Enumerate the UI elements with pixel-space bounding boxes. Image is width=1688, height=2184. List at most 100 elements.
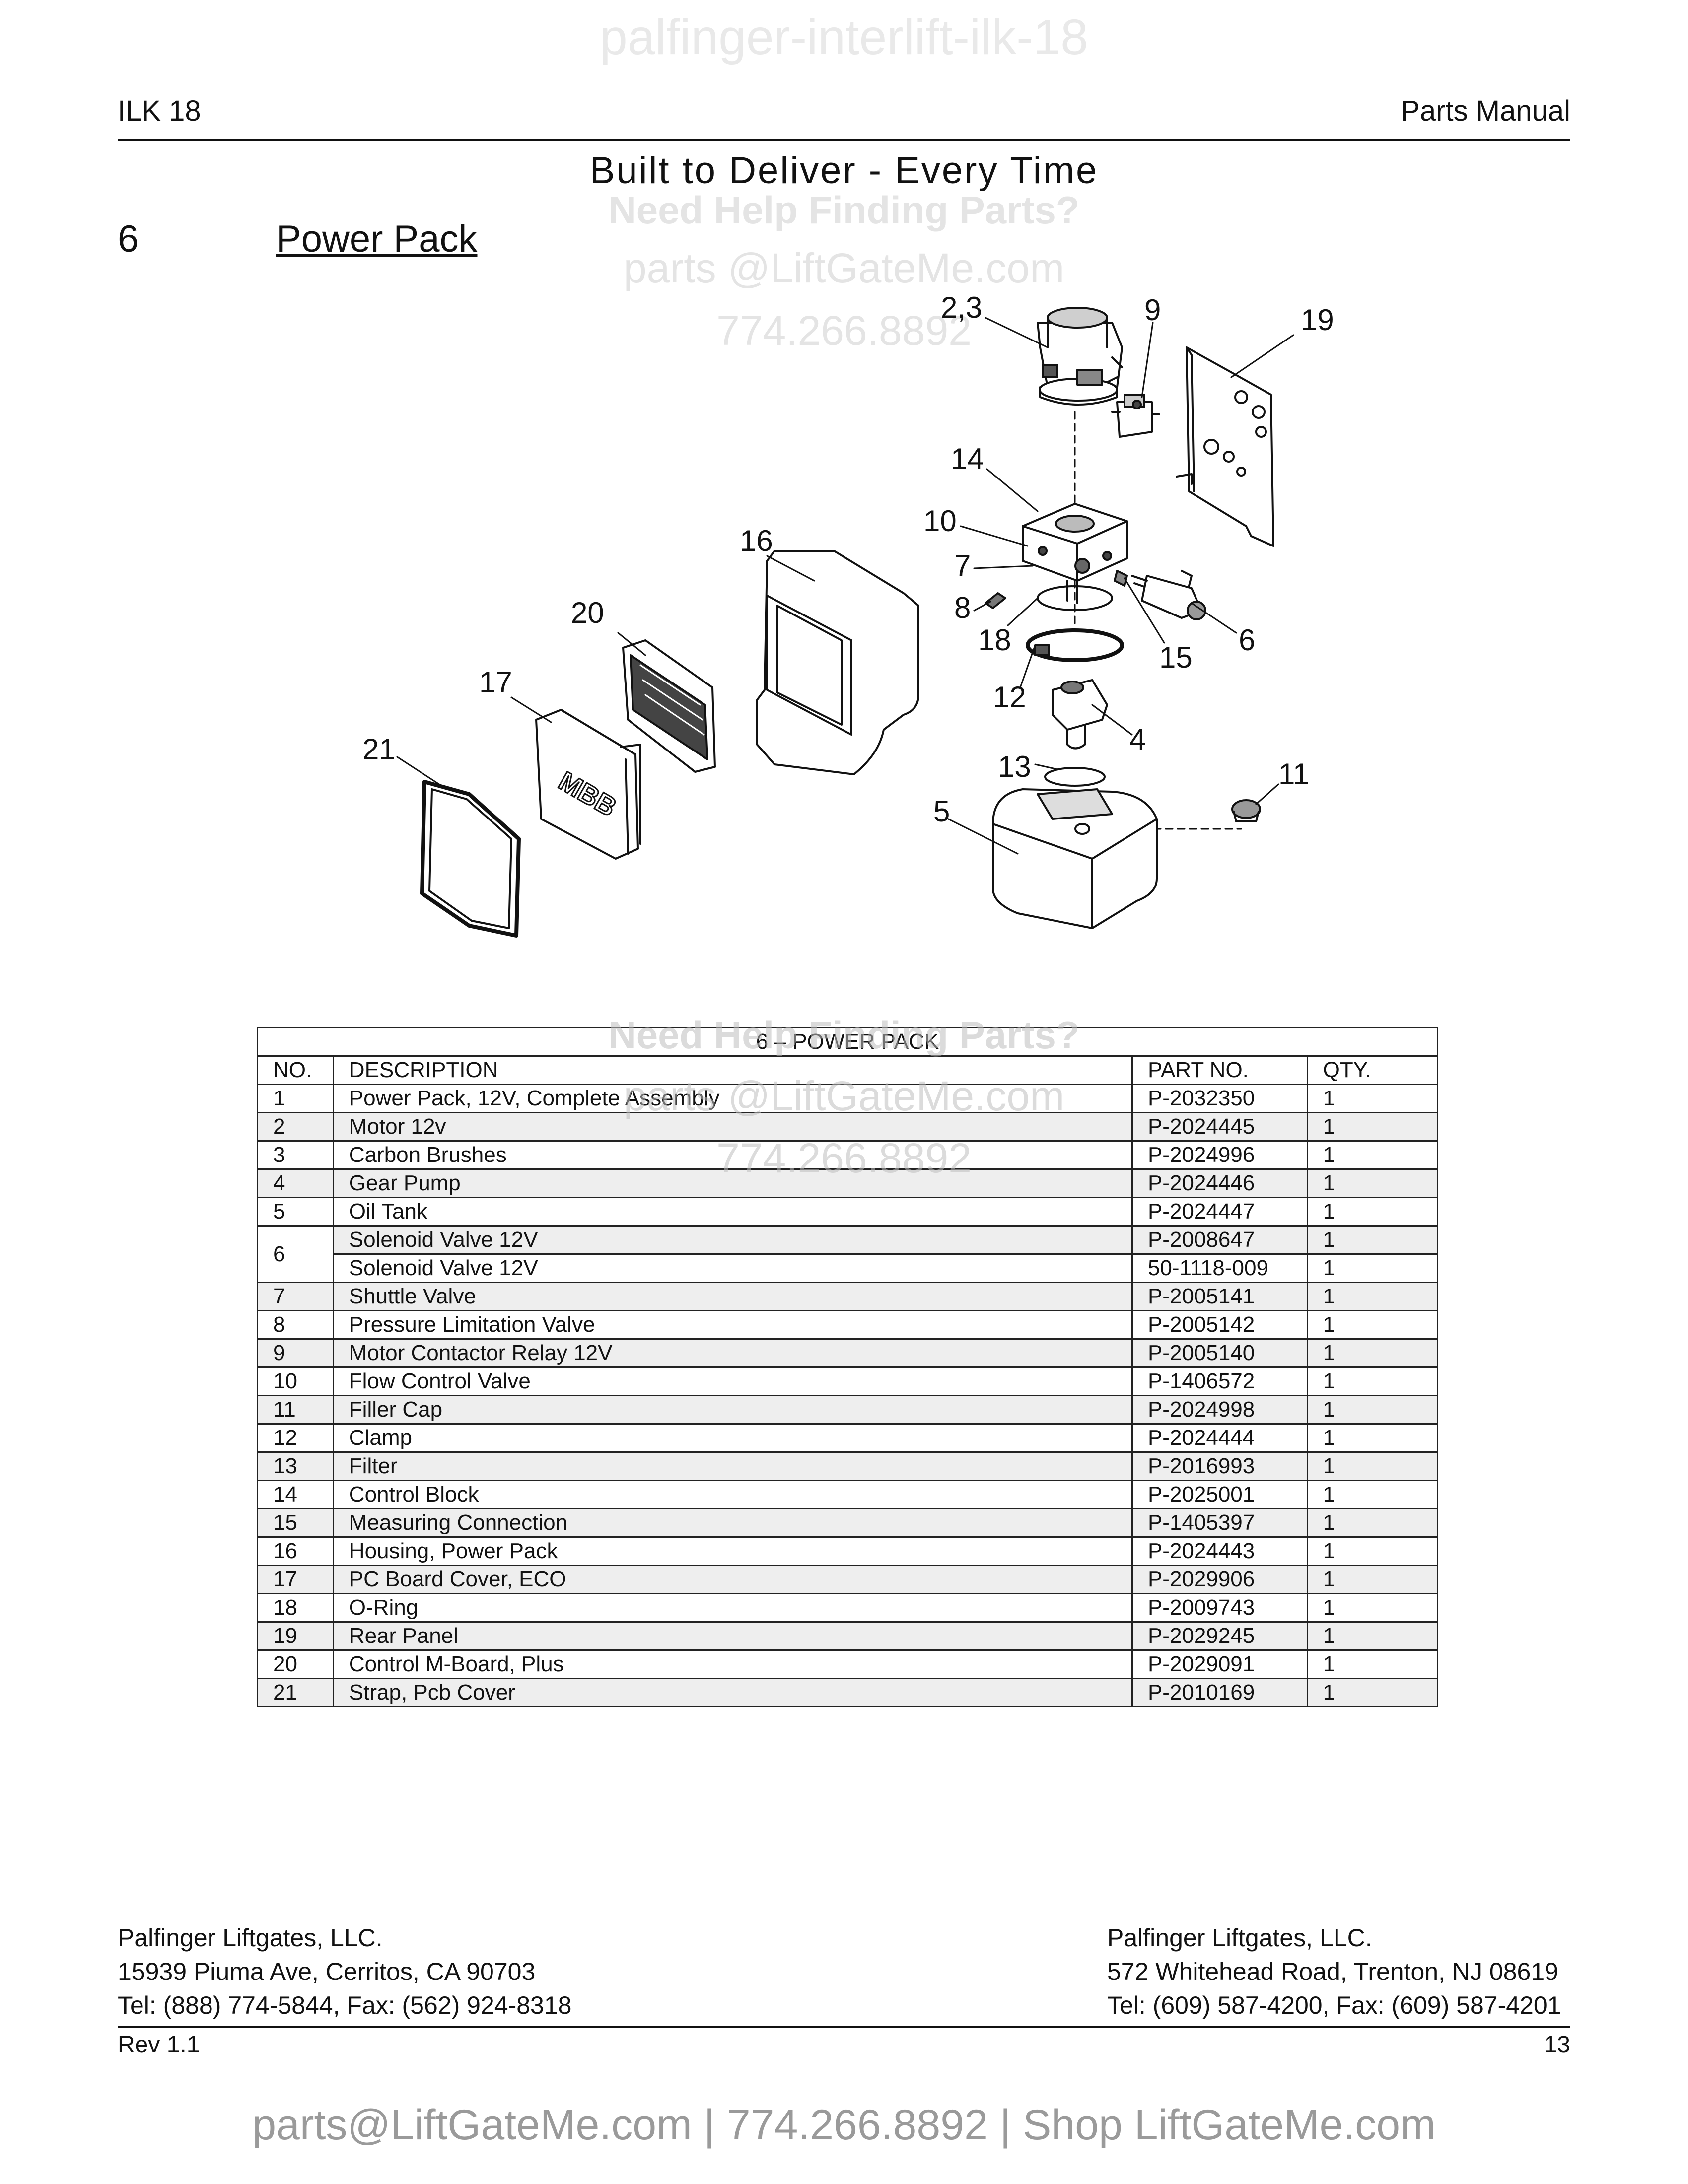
watermark-top: palfinger-interlift-ilk-18 <box>600 9 1088 65</box>
cell-description: Rear Panel <box>332 1621 1133 1651</box>
table-caption: 6 – POWER PACK <box>257 1027 1438 1057</box>
cell-part-no: P-2009743 <box>1131 1593 1308 1623</box>
header-doc-type: Parts Manual <box>1401 95 1570 127</box>
cell-description: Measuring Connection <box>332 1508 1133 1538</box>
cell-no: 6 <box>257 1225 334 1283</box>
watermark-table-email: parts @LiftGateMe.com <box>623 1073 1065 1119</box>
col-header-qty: QTY. <box>1306 1055 1439 1085</box>
watermark-bottom: parts@LiftGateMe.com | 774.266.8892 | Sh… <box>252 2101 1436 2149</box>
callout-2-3: 2,3 <box>941 291 982 324</box>
tagline: Built to Deliver - Every Time <box>589 149 1099 192</box>
housing-part <box>756 550 919 775</box>
cell-description: Strap, Pcb Cover <box>332 1678 1133 1707</box>
callout-17: 17 <box>479 666 512 699</box>
footer-address-east: Palfinger Liftgates, LLC. 572 Whitehead … <box>1107 1921 1561 2022</box>
callout-labels: 2,3 9 19 14 10 16 7 8 18 15 6 20 17 12 4… <box>362 291 1334 828</box>
cell-part-no: P-2024996 <box>1131 1140 1308 1170</box>
cell-description: Solenoid Valve 12V <box>332 1225 1133 1255</box>
cell-part-no: P-2010169 <box>1131 1678 1308 1707</box>
cell-qty: 1 <box>1306 1253 1439 1283</box>
cell-qty: 1 <box>1306 1480 1439 1509</box>
cell-description: Power Pack, 12V, Complete Assembly <box>332 1084 1133 1113</box>
cell-description: Housing, Power Pack <box>332 1536 1133 1566</box>
cell-qty: 1 <box>1306 1197 1439 1227</box>
cell-part-no: P-2029245 <box>1131 1621 1308 1651</box>
cell-description: Flow Control Valve <box>332 1366 1133 1396</box>
cell-no: 4 <box>257 1168 334 1198</box>
cell-no: 12 <box>257 1423 334 1453</box>
cell-description: Shuttle Valve <box>332 1282 1133 1311</box>
col-header-part-no: PART NO. <box>1131 1055 1308 1085</box>
section-number: 6 <box>118 218 139 260</box>
cell-no: 18 <box>257 1593 334 1623</box>
callout-11: 11 <box>1278 757 1309 791</box>
cell-qty: 1 <box>1306 1565 1439 1594</box>
cell-part-no: P-2005140 <box>1131 1338 1308 1368</box>
cell-qty: 1 <box>1306 1451 1439 1481</box>
cell-qty: 1 <box>1306 1621 1439 1651</box>
cell-part-no: P-2024443 <box>1131 1536 1308 1566</box>
cell-description: Motor Contactor Relay 12V <box>332 1338 1133 1368</box>
cell-qty: 1 <box>1306 1593 1439 1623</box>
cell-no: 13 <box>257 1451 334 1481</box>
callout-13: 13 <box>998 750 1031 783</box>
cell-no: 3 <box>257 1140 334 1170</box>
callout-4: 4 <box>1129 723 1146 756</box>
watermark-table-phone: 774.266.8892 <box>716 1135 972 1181</box>
callout-6: 6 <box>1239 623 1255 657</box>
footer-east-phone: Tel: (609) 587-4200, Fax: (609) 587-4201 <box>1107 1991 1561 2019</box>
control-board-part <box>622 639 716 773</box>
cell-no: 9 <box>257 1338 334 1368</box>
footer-east-street: 572 Whitehead Road, Trenton, NJ 08619 <box>1107 1958 1558 1985</box>
cell-no: 16 <box>257 1536 334 1566</box>
cell-part-no: P-2005141 <box>1131 1282 1308 1311</box>
cell-no: 7 <box>257 1282 334 1311</box>
cell-description: Control Block <box>332 1480 1133 1509</box>
measuring-connection-part <box>1114 570 1128 587</box>
callout-15: 15 <box>1159 641 1193 674</box>
cell-description: Carbon Brushes <box>332 1140 1133 1170</box>
cell-qty: 1 <box>1306 1225 1439 1255</box>
callout-18: 18 <box>978 623 1011 657</box>
cell-description: Filter <box>332 1451 1133 1481</box>
cell-part-no: 50-1118-009 <box>1131 1253 1308 1283</box>
cell-no: 8 <box>257 1310 334 1340</box>
exploded-parts-diagram: MBB 2,3 9 19 14 10 16 7 8 18 <box>362 291 1334 938</box>
callout-5: 5 <box>933 795 950 828</box>
pressure-valve-part <box>985 592 1006 609</box>
filter-part <box>1044 767 1106 787</box>
callout-20: 20 <box>571 596 604 629</box>
parts-table: 6 – POWER PACK NO. DESCRIPTION PART NO. … <box>257 1027 1439 1707</box>
footer-address-west: Palfinger Liftgates, LLC. 15939 Piuma Av… <box>118 1921 571 2022</box>
callout-9: 9 <box>1144 293 1161 327</box>
callout-12: 12 <box>993 681 1026 714</box>
cell-part-no: P-2024444 <box>1131 1423 1308 1453</box>
cell-description: Clamp <box>332 1423 1133 1453</box>
cell-no: 20 <box>257 1649 334 1679</box>
cell-no: 21 <box>257 1678 334 1707</box>
cell-qty: 1 <box>1306 1366 1439 1396</box>
cell-qty: 1 <box>1306 1112 1439 1142</box>
cell-qty: 1 <box>1306 1084 1439 1113</box>
footer-west-company: Palfinger Liftgates, LLC. <box>118 1924 383 1952</box>
rear-panel-part <box>1176 346 1274 547</box>
cell-part-no: P-2025001 <box>1131 1480 1308 1509</box>
cell-no: 1 <box>257 1084 334 1113</box>
cell-no: 15 <box>257 1508 334 1538</box>
pc-board-cover-part: MBB <box>535 709 641 860</box>
col-header-no: NO. <box>257 1055 334 1085</box>
page-number: 13 <box>1544 2032 1570 2058</box>
cell-description: PC Board Cover, ECO <box>332 1565 1133 1594</box>
cell-part-no: P-2024447 <box>1131 1197 1308 1227</box>
cell-no: 10 <box>257 1366 334 1396</box>
cell-part-no: P-2005142 <box>1131 1310 1308 1340</box>
revision-label: Rev 1.1 <box>118 2032 200 2058</box>
